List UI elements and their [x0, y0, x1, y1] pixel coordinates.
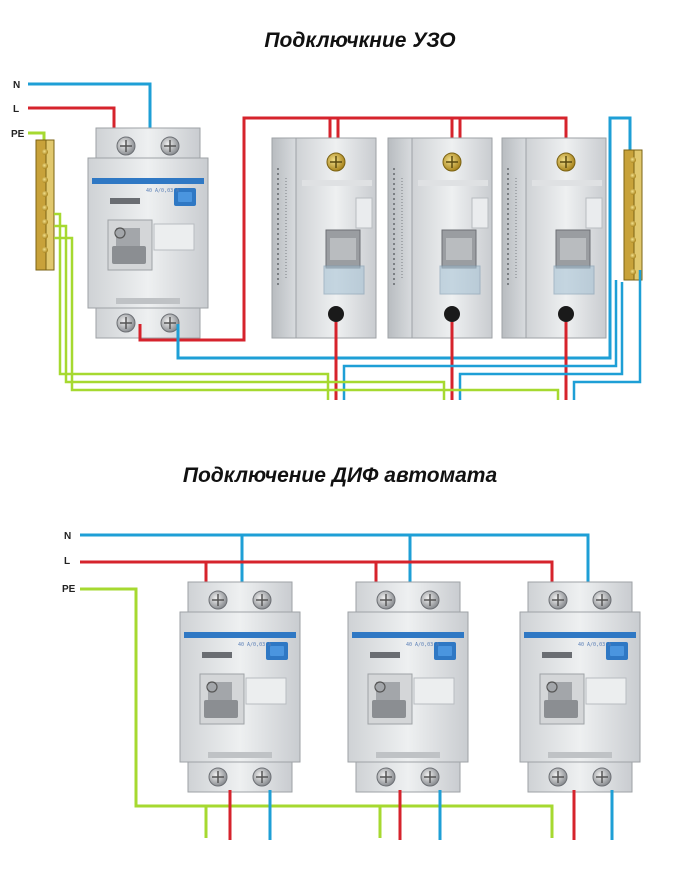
- label-n-bottom: N: [64, 531, 71, 542]
- breaker-2: [387, 137, 493, 339]
- wire-l-rcd-out: [138, 116, 340, 342]
- wire-l-main-bottom: [80, 560, 554, 596]
- wire-l-bridge-1: [338, 116, 454, 140]
- label-l-top: L: [13, 104, 19, 115]
- label-pe-top: PE: [11, 129, 25, 140]
- label-pe-bottom: PE: [62, 584, 76, 595]
- rcd-device: [87, 127, 209, 339]
- pe-busbar-screws: [42, 149, 48, 253]
- wire-pe-out-3: [54, 236, 560, 400]
- wire-pe-main-bottom: [80, 587, 554, 838]
- rcbo-device-2: [347, 581, 469, 793]
- breaker-3: [501, 137, 607, 339]
- wire-n-rcd-out: [176, 116, 632, 360]
- rcbo-device-3: [519, 581, 641, 793]
- wire-n-out-3: [572, 270, 642, 400]
- wire-l-drops: [328, 118, 462, 138]
- wire-n-main-bottom: [80, 533, 590, 596]
- wire-n-out-2: [458, 282, 624, 400]
- wire-pe-incoming: [28, 131, 46, 140]
- title-rcbo-connection: Подключение ДИФ автомата: [182, 464, 498, 487]
- label-l-bottom: L: [64, 556, 70, 567]
- n-busbar-screws: [630, 157, 636, 275]
- rcbo-device-1: [179, 581, 301, 793]
- wire-pe-out-2: [54, 224, 446, 400]
- title-rcd-connection: Подключкние УЗО: [264, 29, 456, 52]
- wire-l-bridge-2: [452, 116, 568, 140]
- label-n-top: N: [13, 80, 20, 91]
- n-busbar: [623, 149, 643, 281]
- breaker-1: [271, 137, 377, 339]
